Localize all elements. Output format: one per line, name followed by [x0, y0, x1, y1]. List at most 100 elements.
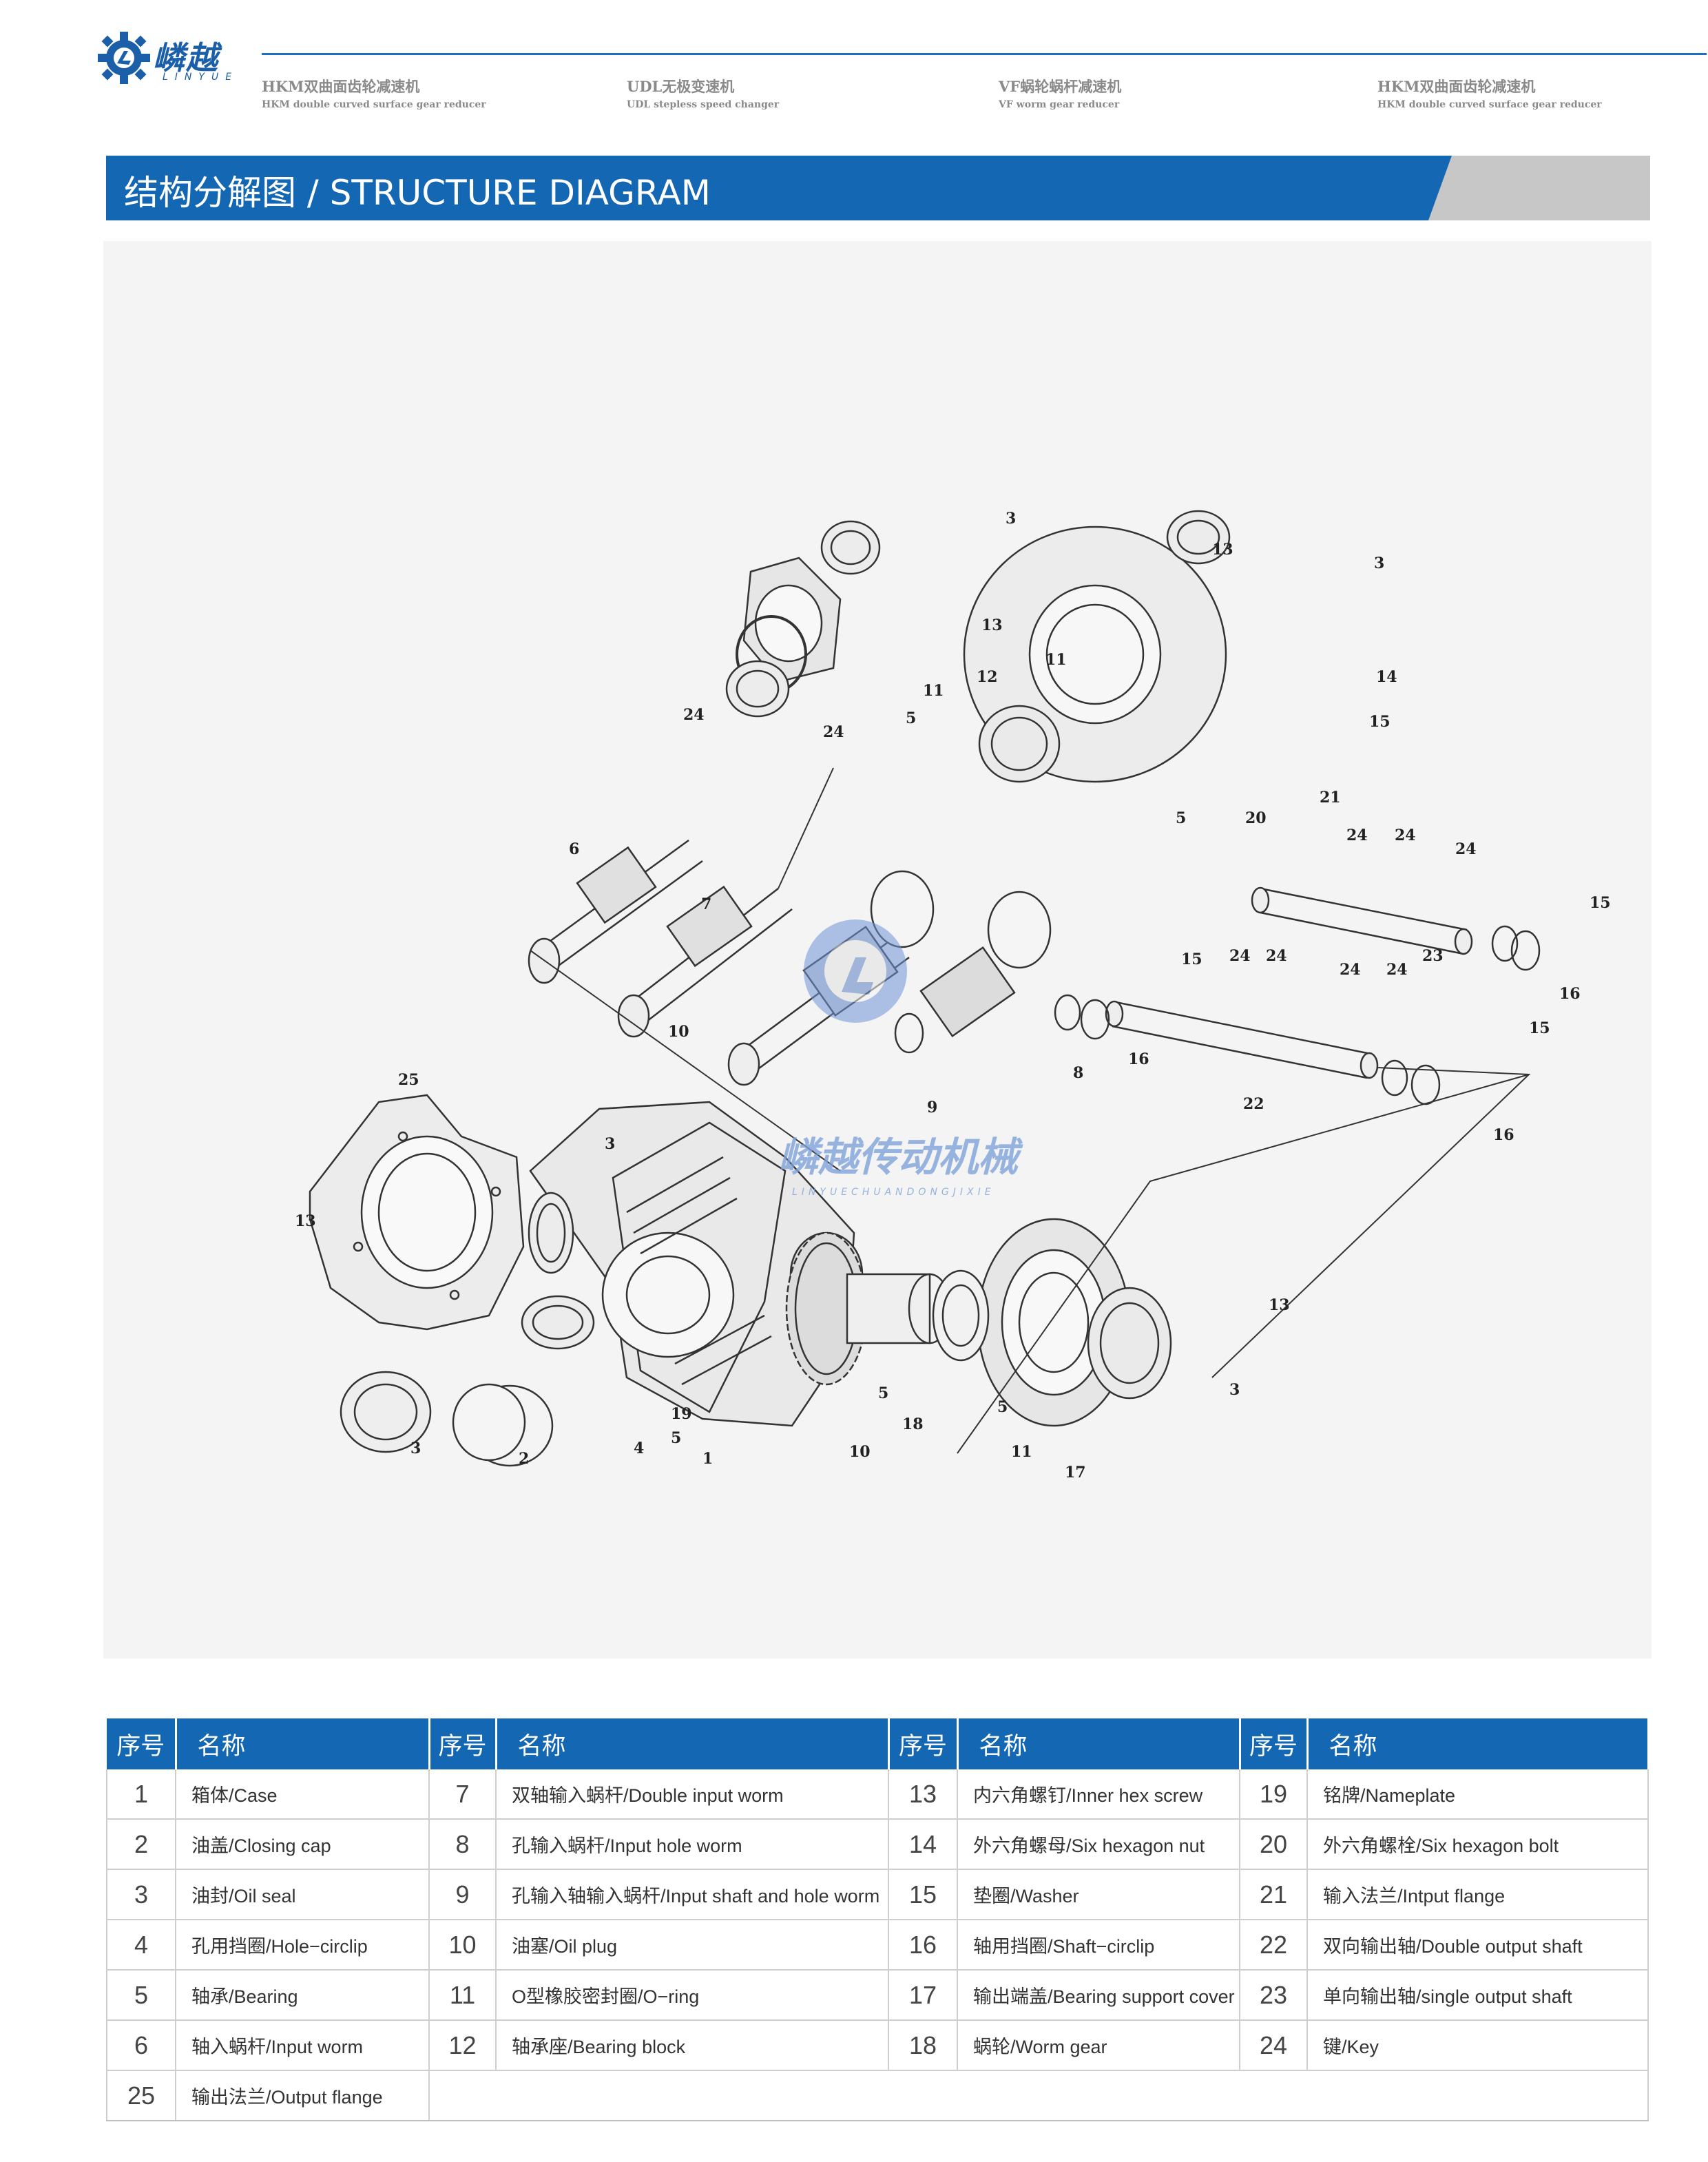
- part-name: 轴用挡圈/Shaft−circlip: [957, 1920, 1240, 1971]
- part-number: 13: [888, 1769, 958, 1820]
- callout-24i: 24: [1386, 961, 1408, 979]
- part-name: 轴入蜗杆/Input worm: [176, 2020, 430, 2071]
- callout-3d: 3: [605, 1135, 615, 1153]
- callout-13b: 13: [1212, 541, 1233, 559]
- part-number: 6: [106, 2020, 176, 2071]
- callout-23: 23: [1422, 947, 1444, 965]
- part-number: 2: [106, 1819, 176, 1870]
- part-number: 5: [106, 1970, 176, 2021]
- nav-item-sublabel: HKM double curved surface gear reducer: [1377, 99, 1602, 110]
- callout-17: 17: [1065, 1464, 1086, 1482]
- part-name: O型橡胶密封圈/O−ring: [496, 1970, 889, 2021]
- input-worms-part: [528, 839, 1052, 1086]
- part-number: 14: [888, 1819, 958, 1870]
- part-name: 垫圈/Washer: [957, 1869, 1240, 1920]
- worm-gear-part: [785, 1231, 990, 1386]
- part-number: 24: [1239, 2020, 1308, 2071]
- callout-11b: 11: [1045, 651, 1067, 669]
- column-header-num: 序号: [1240, 1718, 1309, 1769]
- nav-item-label: UDL无极变速机: [627, 78, 735, 95]
- part-number: 8: [428, 1819, 497, 1870]
- part-name: 输出端盖/Bearing support cover: [957, 1970, 1240, 2021]
- banner-wedge: [1428, 156, 1452, 220]
- callout-13d: 13: [1269, 1296, 1290, 1314]
- callout-6: 6: [569, 840, 579, 858]
- callout-15b: 15: [1590, 894, 1611, 912]
- watermark-gear-icon: [804, 919, 907, 1023]
- callout-22: 22: [1243, 1095, 1264, 1113]
- part-name: 单向输出轴/single output shaft: [1307, 1970, 1649, 2021]
- case-part: [529, 1101, 864, 1427]
- callout-24d: 24: [1395, 827, 1416, 844]
- callout-11c: 11: [1011, 1443, 1032, 1461]
- header-rule: [262, 53, 1707, 55]
- callout-21: 21: [1320, 789, 1341, 807]
- callout-15d: 15: [1529, 1019, 1550, 1037]
- brand-logo[interactable]: 嶙越 LINYUE: [96, 30, 248, 85]
- nav-item-sublabel: VF worm gear reducer: [999, 99, 1120, 110]
- callout-10b: 10: [849, 1443, 871, 1461]
- callout-3e: 3: [1229, 1381, 1240, 1399]
- nav-item-hkm-2[interactable]: HKM双曲面齿轮减速机 HKM double curved surface ge…: [1377, 76, 1602, 110]
- part-name: 蜗轮/Worm gear: [957, 2020, 1240, 2071]
- callout-14: 14: [1376, 668, 1397, 686]
- bearing-support-cover-part: [977, 1218, 1172, 1427]
- exploded-diagram: 嶙越传动机械 LINYUECHUANDONGJIXIE 1 2 3 3 3 3 …: [103, 241, 1652, 1659]
- part-name: 油封/Oil seal: [176, 1869, 430, 1920]
- callout-5b: 5: [1176, 809, 1186, 827]
- part-name: 孔用挡圈/Hole−circlip: [176, 1920, 430, 1971]
- brand-name: 嶙越: [153, 39, 219, 76]
- callout-3: 3: [410, 1439, 421, 1457]
- callout-19: 19: [671, 1405, 692, 1423]
- column-header-num: 序号: [429, 1718, 497, 1769]
- part-number: 17: [888, 1970, 958, 2021]
- callout-24b: 24: [823, 723, 844, 741]
- section-title: 结构分解图 / STRUCTURE DIAGRAM: [124, 173, 711, 213]
- part-number: 7: [428, 1769, 497, 1820]
- part-name: 双向输出轴/Double output shaft: [1307, 1920, 1649, 1971]
- callout-16c: 16: [1493, 1126, 1514, 1144]
- nav-item-vf[interactable]: VF蜗轮蜗杆减速机 VF worm gear reducer: [999, 76, 1121, 110]
- section-banner: 结构分解图 / STRUCTURE DIAGRAM: [106, 156, 1650, 220]
- part-name: 油塞/Oil plug: [496, 1920, 889, 1971]
- callout-5: 5: [906, 709, 916, 727]
- part-number: 21: [1239, 1869, 1308, 1920]
- output-flange-part: [309, 1094, 525, 1331]
- parts-table-header: 序号 名称 序号 名称 序号 名称 序号 名称: [107, 1718, 1649, 1769]
- nav-item-udl[interactable]: UDL无极变速机 UDL stepless speed changer: [627, 76, 779, 110]
- part-number: 12: [428, 2020, 497, 2071]
- empty-cell: [429, 2070, 1649, 2121]
- part-name: 孔输入蜗杆/Input hole worm: [496, 1819, 889, 1870]
- callout-24g: 24: [1266, 947, 1287, 965]
- callout-24h: 24: [1340, 961, 1361, 979]
- output-shafts-part: [1054, 886, 1541, 1105]
- part-name: 轴承座/Bearing block: [496, 2020, 889, 2071]
- nav-item-sublabel: HKM double curved surface gear reducer: [262, 99, 486, 110]
- column-header-name: 名称: [496, 1718, 890, 1769]
- part-number: 9: [428, 1869, 497, 1920]
- nav-item-label: HKM双曲面齿轮减速机: [262, 78, 420, 95]
- part-name: 油盖/Closing cap: [176, 1819, 430, 1870]
- banner-blue-bar: [106, 156, 1428, 220]
- part-number: 18: [888, 2020, 958, 2071]
- column-header-num: 序号: [107, 1718, 177, 1769]
- callout-18: 18: [902, 1415, 924, 1433]
- brand-subtitle: LINYUE: [163, 72, 239, 83]
- part-number: 19: [1239, 1769, 1308, 1820]
- part-number: 10: [428, 1920, 497, 1971]
- part-name: 输出法兰/Output flange: [176, 2070, 430, 2121]
- callout-15: 15: [1369, 713, 1391, 731]
- nav-item-hkm[interactable]: HKM双曲面齿轮减速机 HKM double curved surface ge…: [262, 76, 486, 110]
- callout-5e: 5: [997, 1398, 1008, 1416]
- part-name: 箱体/Case: [176, 1769, 430, 1820]
- callout-20: 20: [1245, 809, 1267, 827]
- callout-4: 4: [634, 1439, 644, 1457]
- callout-7: 7: [701, 895, 711, 913]
- part-name: 外六角螺栓/Six hexagon bolt: [1307, 1819, 1649, 1870]
- column-header-name: 名称: [1307, 1718, 1649, 1769]
